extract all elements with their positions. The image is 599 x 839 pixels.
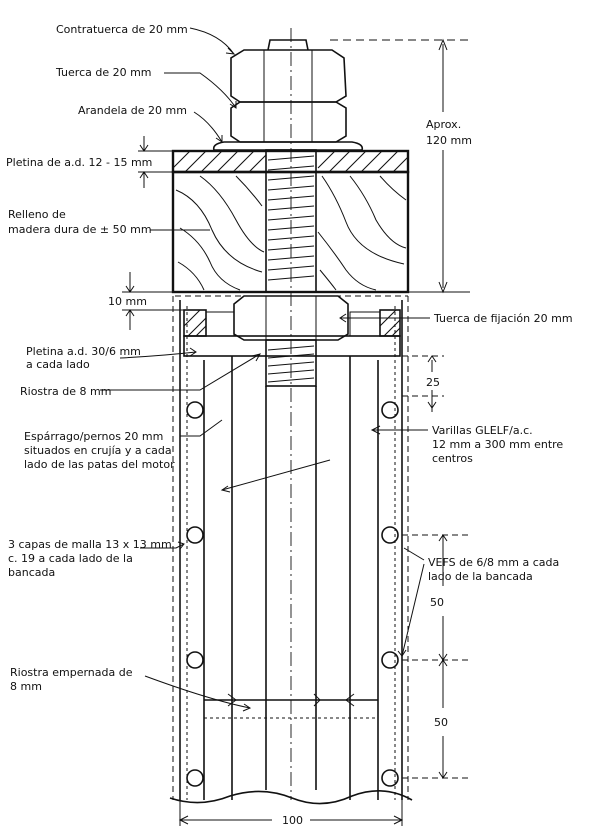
nut-assembly (212, 39, 364, 151)
label-stud-3: lado de las patas del motor (24, 458, 175, 471)
dimension-10mm (122, 272, 184, 330)
label-hardwood-2: madera dura de ± 50 mm (8, 223, 152, 236)
label-bolted-brace-2: 8 mm (10, 680, 42, 693)
label-vefs-1: VEFS de 6/8 mm a cada (428, 556, 559, 569)
top-plate (171, 149, 410, 174)
label-rods-1: Varillas GLELF/a.c. (432, 424, 533, 437)
washer-shape (212, 141, 364, 151)
label-10mm: 10 mm (108, 295, 147, 308)
label-mesh-3: bancada (8, 566, 55, 579)
label-dim-50b: 50 (434, 716, 448, 729)
label-side-plate-1: Pletina a.d. 30/6 mm (26, 345, 141, 358)
label-rods-2: 12 mm a 300 mm entre (432, 438, 563, 451)
leader-lines (100, 27, 430, 712)
dimension-50-spacing (402, 534, 470, 779)
label-dim-100: 100 (282, 814, 303, 827)
label-top-plate: Pletina de a.d. 12 - 15 mm (6, 156, 152, 169)
label-bolted-brace-1: Riostra empernada de (10, 666, 133, 679)
label-mesh-2: c. 19 a cada lado de la (8, 552, 133, 565)
label-dim-25: 25 (426, 376, 440, 389)
side-plates (183, 309, 401, 357)
dimension-25 (402, 355, 444, 412)
label-fixing-nut: Tuerca de fijación 20 mm (433, 312, 573, 325)
label-stud-1: Espárrago/pernos 20 mm (24, 430, 163, 443)
dimension-plate-thickness (138, 136, 173, 188)
label-mesh-1: 3 capas de malla 13 x 13 mm (8, 538, 172, 551)
label-dim-50a: 50 (430, 596, 444, 609)
labels: Contratuerca de 20 mm Tuerca de 20 mm Ar… (6, 23, 573, 827)
label-hardwood-1: Relleno de (8, 208, 66, 221)
label-rods-3: centros (432, 452, 473, 465)
label-side-plate-2: a cada lado (26, 358, 90, 371)
dimension-100 (178, 800, 404, 826)
stirrup-bars (186, 401, 399, 787)
label-lock-nut: Contratuerca de 20 mm (56, 23, 188, 36)
label-vefs-2: lado de la bancada (428, 570, 533, 583)
dimension-aprox (330, 38, 470, 294)
nut-shape (230, 101, 347, 143)
hardwood-block (171, 170, 410, 294)
label-stud-2: situados en crujía y a cada (24, 444, 172, 457)
label-nut: Tuerca de 20 mm (55, 66, 152, 79)
lock-nut-shape (230, 49, 347, 103)
label-aprox-2: 120 mm (426, 134, 472, 147)
label-washer: Arandela de 20 mm (78, 104, 187, 117)
concrete-section (169, 295, 413, 805)
label-brace: Riostra de 8 mm (20, 385, 111, 398)
label-aprox-1: Aprox. (426, 118, 461, 131)
